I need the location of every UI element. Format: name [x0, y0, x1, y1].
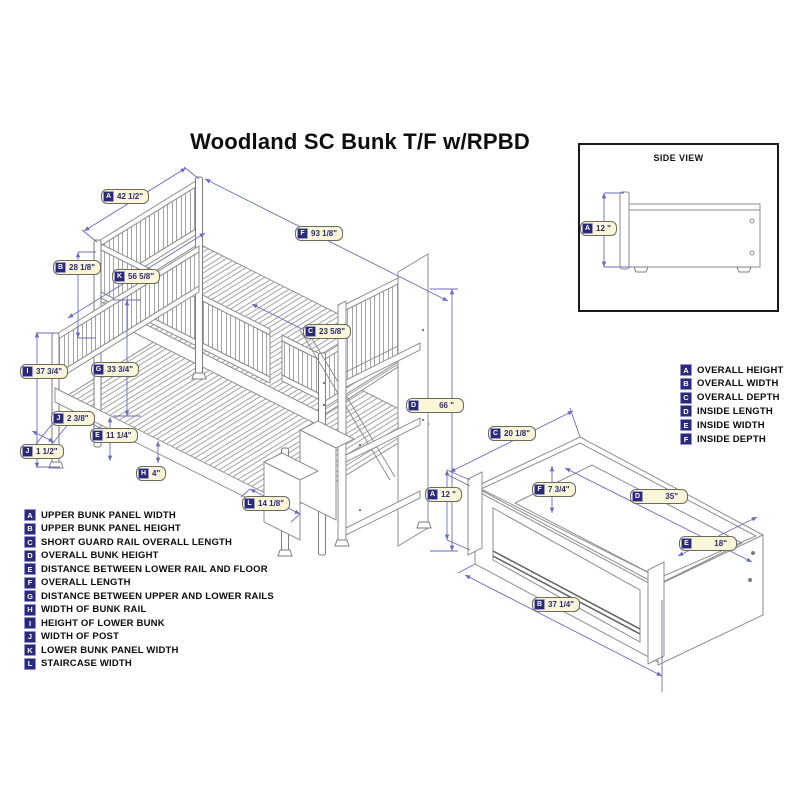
side-view-panel: SIDE VIEW — [578, 143, 779, 312]
page-title: Woodland SC Bunk T/F w/RPBD — [190, 129, 530, 154]
drawer-isometric-drawing — [467, 436, 765, 666]
side-view-title: SIDE VIEW — [653, 153, 704, 163]
dim-badge: A — [582, 223, 593, 234]
dim-label-sideview-A: A 12 " — [580, 221, 617, 236]
side-view-drawing — [619, 191, 761, 273]
